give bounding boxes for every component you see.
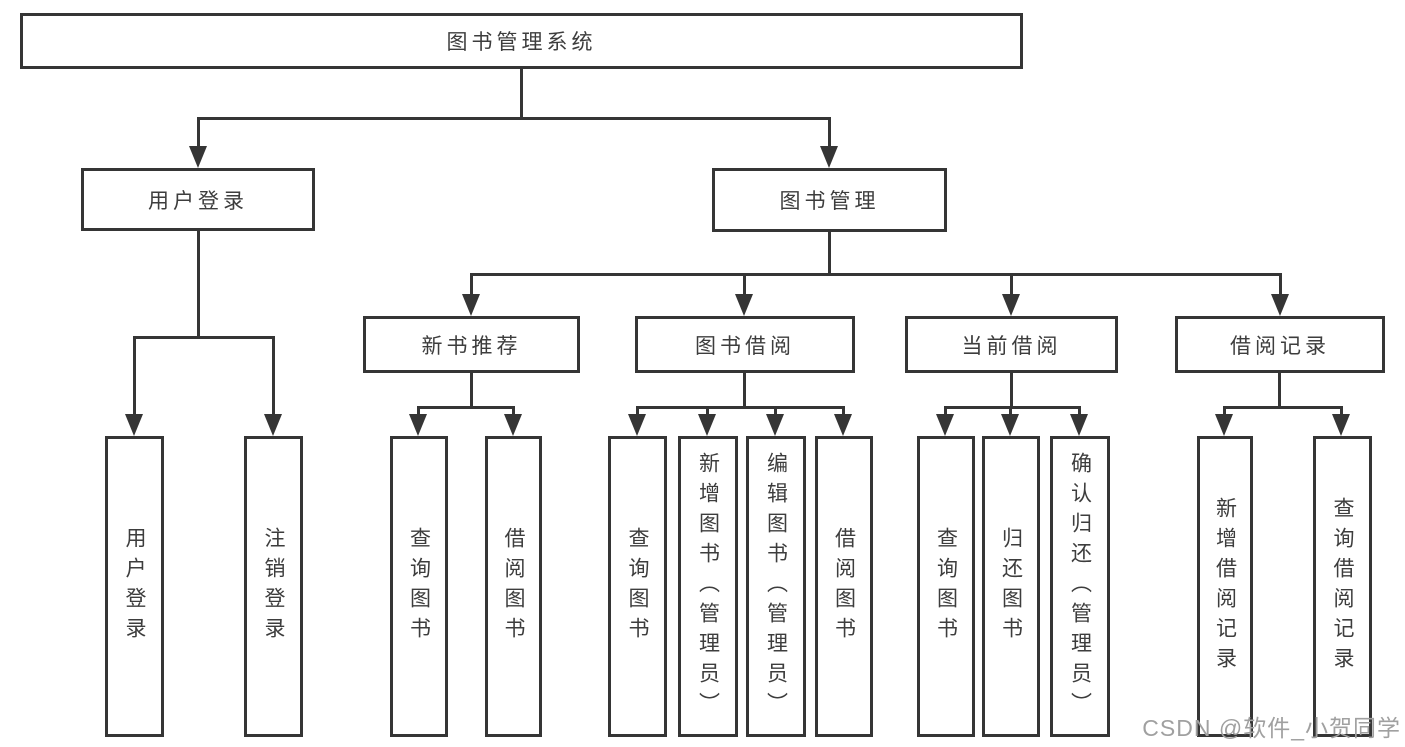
node-current-borrow: 当前借阅: [905, 316, 1118, 373]
arrow-down: [628, 414, 646, 436]
connector-line: [944, 406, 1080, 409]
leaf-borrow-books-recommend: 借阅图书: [485, 436, 542, 737]
arrow-down: [1332, 414, 1350, 436]
connector-line: [743, 373, 746, 409]
connector-line: [470, 373, 473, 409]
arrow-down: [766, 414, 784, 436]
node-user-login: 用户登录: [81, 168, 315, 231]
connector-line: [197, 117, 831, 120]
connector-line: [417, 406, 514, 409]
arrow-down: [504, 414, 522, 436]
node-book-borrow: 图书借阅: [635, 316, 855, 373]
leaf-add-borrow-record-label: 新增借阅记录: [1213, 496, 1237, 677]
leaf-logout: 注销登录: [244, 436, 303, 737]
leaf-return-books-label: 归还图书: [999, 526, 1023, 647]
connector-line: [272, 336, 275, 416]
leaf-query-books-current: 查询图书: [917, 436, 975, 737]
arrow-down: [735, 294, 753, 316]
arrow-down: [1001, 414, 1019, 436]
connector-line: [1223, 406, 1226, 416]
node-book-management: 图书管理: [712, 168, 947, 232]
node-borrow-records: 借阅记录: [1175, 316, 1385, 373]
leaf-logout-label: 注销登录: [262, 526, 285, 647]
connector-line: [470, 273, 1282, 276]
leaf-add-books-admin: 新增图书（管理员）: [678, 436, 738, 737]
arrow-down: [462, 294, 480, 316]
arrow-down: [409, 414, 427, 436]
connector-line: [774, 406, 777, 416]
connector-line: [1009, 406, 1012, 416]
csdn-watermark: CSDN @软件_小贺同学: [1142, 715, 1401, 741]
leaf-query-books-recommend-label: 查询图书: [407, 526, 431, 647]
arrow-down: [264, 414, 282, 436]
node-library-system: 图书管理系统: [20, 13, 1023, 69]
leaf-query-borrow-record: 查询借阅记录: [1313, 436, 1372, 737]
connector-line: [944, 406, 947, 416]
connector-line: [1340, 406, 1343, 416]
node-current-borrow-label: 当前借阅: [961, 334, 1062, 358]
leaf-borrow-books-label: 借阅图书: [832, 526, 856, 647]
connector-line: [828, 117, 831, 148]
connector-line: [1279, 273, 1282, 296]
arrow-down: [189, 146, 207, 168]
connector-line: [133, 336, 136, 416]
leaf-query-borrow-record-label: 查询借阅记录: [1331, 496, 1354, 677]
leaf-query-books-borrow-label: 查询图书: [626, 526, 649, 647]
node-new-book-recommend: 新书推荐: [363, 316, 580, 373]
leaf-add-books-admin-label: 新增图书（管理员）: [696, 451, 720, 722]
leaf-query-books-borrow: 查询图书: [608, 436, 667, 737]
node-borrow-records-label: 借阅记录: [1230, 334, 1330, 358]
node-book-management-label: 图书管理: [779, 190, 880, 213]
arrow-down: [1215, 414, 1233, 436]
arrow-down: [1070, 414, 1088, 436]
arrow-down: [936, 414, 954, 436]
connector-line: [470, 273, 473, 296]
leaf-edit-books-admin: 编辑图书（管理员）: [746, 436, 806, 737]
node-new-book-recommend-label: 新书推荐: [421, 334, 522, 358]
connector-line: [1010, 373, 1013, 409]
arrow-down: [820, 146, 838, 168]
connector-line: [828, 232, 831, 275]
connector-line: [197, 117, 200, 148]
connector-line: [636, 406, 844, 409]
leaf-add-borrow-record: 新增借阅记录: [1197, 436, 1253, 737]
connector-line: [636, 406, 639, 416]
connector-line: [1010, 273, 1013, 296]
node-book-borrow-label: 图书借阅: [695, 334, 795, 358]
arrow-down: [1271, 294, 1289, 316]
connector-line: [1223, 406, 1343, 409]
leaf-borrow-books-recommend-label: 借阅图书: [502, 526, 525, 647]
leaf-query-books-current-label: 查询图书: [934, 526, 958, 647]
connector-line: [1278, 373, 1281, 409]
leaf-query-books-recommend: 查询图书: [390, 436, 448, 737]
connector-line: [520, 69, 523, 117]
connector-line: [706, 406, 709, 416]
connector-line: [743, 273, 746, 296]
leaf-borrow-books: 借阅图书: [815, 436, 873, 737]
leaf-user-login-label: 用户登录: [123, 526, 146, 647]
connector-line: [197, 231, 200, 338]
arrow-down: [698, 414, 716, 436]
leaf-confirm-return-admin-label: 确认归还（管理员）: [1068, 451, 1092, 722]
node-library-system-label: 图书管理系统: [446, 31, 597, 54]
arrow-down: [834, 414, 852, 436]
arrow-down: [1002, 294, 1020, 316]
node-user-login-label: 用户登录: [148, 189, 248, 213]
connector-line: [512, 406, 515, 416]
arrow-down: [125, 414, 143, 436]
connector-line: [133, 336, 274, 339]
leaf-user-login: 用户登录: [105, 436, 164, 737]
connector-line: [1078, 406, 1081, 416]
connector-line: [417, 406, 420, 416]
leaf-return-books: 归还图书: [982, 436, 1040, 737]
leaf-edit-books-admin-label: 编辑图书（管理员）: [764, 451, 788, 722]
connector-line: [842, 406, 845, 416]
leaf-confirm-return-admin: 确认归还（管理员）: [1050, 436, 1110, 737]
